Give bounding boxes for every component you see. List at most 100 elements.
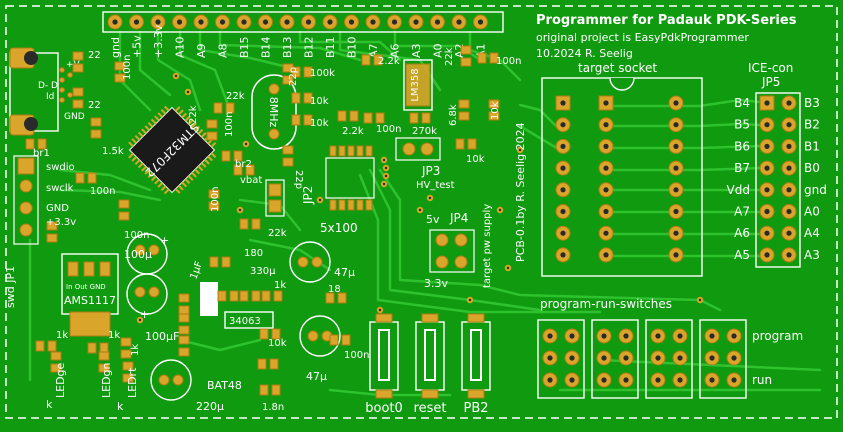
header-pin-label: +5v	[131, 35, 144, 58]
header-pin-hole	[348, 19, 355, 25]
mcu-pin	[210, 141, 217, 148]
button-actuator	[470, 329, 482, 381]
ice-left-label: A6	[734, 226, 750, 240]
switch-hole	[655, 333, 661, 339]
smd-pad	[233, 150, 243, 162]
ice-right-label: B2	[804, 118, 820, 132]
button-label: boot0	[365, 401, 403, 416]
smd-pad	[50, 351, 62, 361]
header-pin-label: gnd	[109, 37, 122, 58]
smd-pad	[90, 129, 102, 139]
ice-hole	[764, 230, 770, 236]
ice-right-label: B1	[804, 139, 820, 153]
mcu-pin	[163, 188, 170, 195]
smd-pads	[25, 45, 500, 396]
jp4-5v: 5v	[426, 213, 440, 226]
rarray-pad	[338, 199, 346, 211]
header-pin-hole	[370, 19, 376, 25]
ice-hole	[764, 208, 770, 215]
vias	[136, 72, 704, 324]
smd-pad	[467, 138, 477, 150]
smd-pad	[233, 164, 243, 176]
smd-pad	[213, 102, 223, 114]
switch-outline	[537, 319, 585, 399]
mcu-pin	[157, 182, 164, 188]
switch-hole	[547, 355, 553, 361]
val-1k-c: 1k	[108, 330, 120, 341]
button-pad	[375, 313, 393, 323]
switch-block	[537, 319, 747, 399]
header-pin-hole	[198, 19, 204, 25]
switch-hole	[547, 333, 553, 339]
switch-hole	[731, 377, 737, 383]
socket-hole	[560, 143, 566, 149]
socket-hole	[560, 100, 566, 106]
smd-pad	[120, 349, 132, 359]
mcu-pin	[147, 172, 154, 179]
rarray-pad	[329, 199, 337, 211]
br2-label: br2	[235, 159, 252, 170]
smd-pad	[98, 351, 110, 361]
switch-outline	[699, 319, 747, 399]
smd-pad	[282, 75, 294, 85]
mcu-pin	[181, 181, 187, 188]
swd-pin-swdio: swdio	[46, 162, 75, 173]
jp3-label: JP3	[421, 164, 440, 178]
ice-left-label: B4	[734, 96, 750, 110]
switch-program-label: program	[752, 329, 803, 343]
header-pin-label: A6	[389, 43, 402, 58]
val-100n-e: 100n	[376, 124, 401, 135]
val-2k2-a: 2.2k	[378, 56, 400, 67]
ice-right-label: A0	[804, 205, 820, 219]
smd-pad	[271, 328, 281, 340]
socket-hole	[673, 230, 679, 236]
mc34063-chip	[200, 282, 274, 329]
smd-pad	[178, 313, 190, 323]
header-pin-hole	[327, 19, 333, 25]
via-hole	[378, 308, 382, 312]
svg-text:Id: Id	[46, 92, 54, 102]
br1-label: br1	[33, 148, 50, 159]
smd-pad	[303, 92, 313, 104]
smd-pad	[282, 145, 294, 155]
smd-pad	[477, 52, 487, 64]
switch-hole	[731, 333, 737, 339]
ice-hole	[764, 100, 770, 106]
smd-pad	[261, 290, 271, 302]
smd-pad	[178, 335, 190, 345]
switch-hole	[547, 377, 553, 383]
socket-hole	[673, 165, 679, 171]
ice-hole	[786, 252, 792, 258]
ice-left-label: B6	[734, 139, 750, 153]
header-pin-hole	[112, 19, 118, 25]
val-100u: 100µ	[124, 248, 152, 261]
mcu-pin	[154, 178, 160, 185]
smd-pad	[25, 138, 35, 150]
val-100uF: 100µF	[145, 330, 179, 343]
header-pin-label: B14	[260, 36, 273, 58]
header-pin-hole	[262, 19, 269, 25]
mcu-pin	[141, 128, 147, 135]
mcu-pin	[197, 128, 204, 135]
via-hole	[418, 208, 422, 212]
smd-pad	[35, 340, 45, 352]
val-47u-a: 47µ	[334, 266, 355, 279]
smd-pad	[206, 119, 218, 129]
mcu-pin	[160, 108, 167, 115]
header-pin-hole	[391, 19, 398, 25]
val-1n8: 1.8n	[262, 402, 284, 413]
socket-hole	[603, 165, 609, 171]
mcu-pin	[200, 162, 207, 168]
switch-hole	[709, 355, 715, 361]
mcu-pin	[178, 184, 184, 191]
switch-hole	[601, 333, 607, 339]
mcu-pin	[154, 115, 160, 122]
val-180: 180	[244, 248, 263, 259]
button-actuator	[424, 329, 436, 381]
rarray-pad	[338, 145, 346, 157]
val-22a: 22	[88, 50, 101, 61]
ice-left-label: B5	[734, 118, 750, 132]
title-line3: 10.2024 R. Seelig	[536, 47, 633, 60]
header-pin-label: A3	[410, 43, 423, 58]
mcu-pin	[144, 169, 151, 175]
